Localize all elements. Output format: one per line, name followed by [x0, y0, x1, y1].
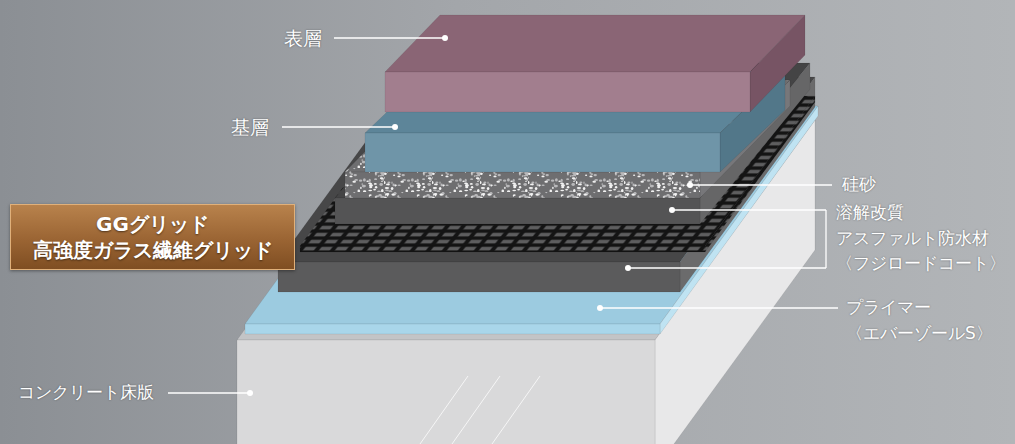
layer-label: プライマー 〈エバーゾールS〉: [846, 295, 1008, 346]
layer-label: 硅砂: [842, 172, 876, 198]
layer-label: 基層: [231, 113, 269, 142]
layer-label: 溶解改質 アスファルト防水材 〈フジロードコート〉: [836, 200, 1010, 277]
callout-text: GGグリッド 高強度ガラス繊維グリッド: [21, 211, 284, 263]
bracket-line: [825, 210, 826, 268]
leader-line: [168, 392, 250, 393]
upper-asphalt-layer-top: [335, 63, 810, 198]
layer-stack: [237, 15, 818, 444]
base-course-top: [365, 71, 785, 133]
leader-line: [672, 209, 826, 210]
leader-line: [628, 267, 826, 268]
lower-asphalt-layer-front: [278, 262, 680, 292]
leader-line: [690, 184, 832, 185]
surface-course-side: [750, 15, 805, 112]
leader-dot: [247, 390, 253, 396]
leader-dot: [392, 124, 398, 130]
leader-dot: [687, 182, 693, 188]
callout-box: GGグリッド 高強度ガラス繊維グリッド: [10, 204, 295, 270]
crack-line: [452, 376, 500, 444]
concrete-slab-front: [237, 340, 655, 444]
base-course-front: [365, 133, 720, 172]
glass-grid-layer-front: [300, 246, 705, 252]
leader-dot: [597, 305, 603, 311]
crack-lines: [420, 376, 540, 444]
surface-course-front: [385, 72, 750, 112]
leader-dot: [442, 35, 448, 41]
surface-course-top: [385, 15, 805, 72]
crack-line: [492, 376, 540, 444]
leader-dots: [247, 35, 693, 396]
layer-label: 表層: [284, 24, 322, 53]
leader-line: [600, 307, 838, 308]
leader-line: [282, 126, 395, 127]
crack-line: [420, 376, 468, 444]
leader-dot: [669, 207, 675, 213]
primer-layer-front: [245, 324, 660, 334]
leader-line: [334, 37, 445, 38]
sand-layer-front: [345, 172, 700, 198]
leader-dot: [625, 265, 631, 271]
upper-asphalt-layer-front: [335, 198, 700, 224]
layer-label: コンクリート床版: [18, 380, 154, 406]
